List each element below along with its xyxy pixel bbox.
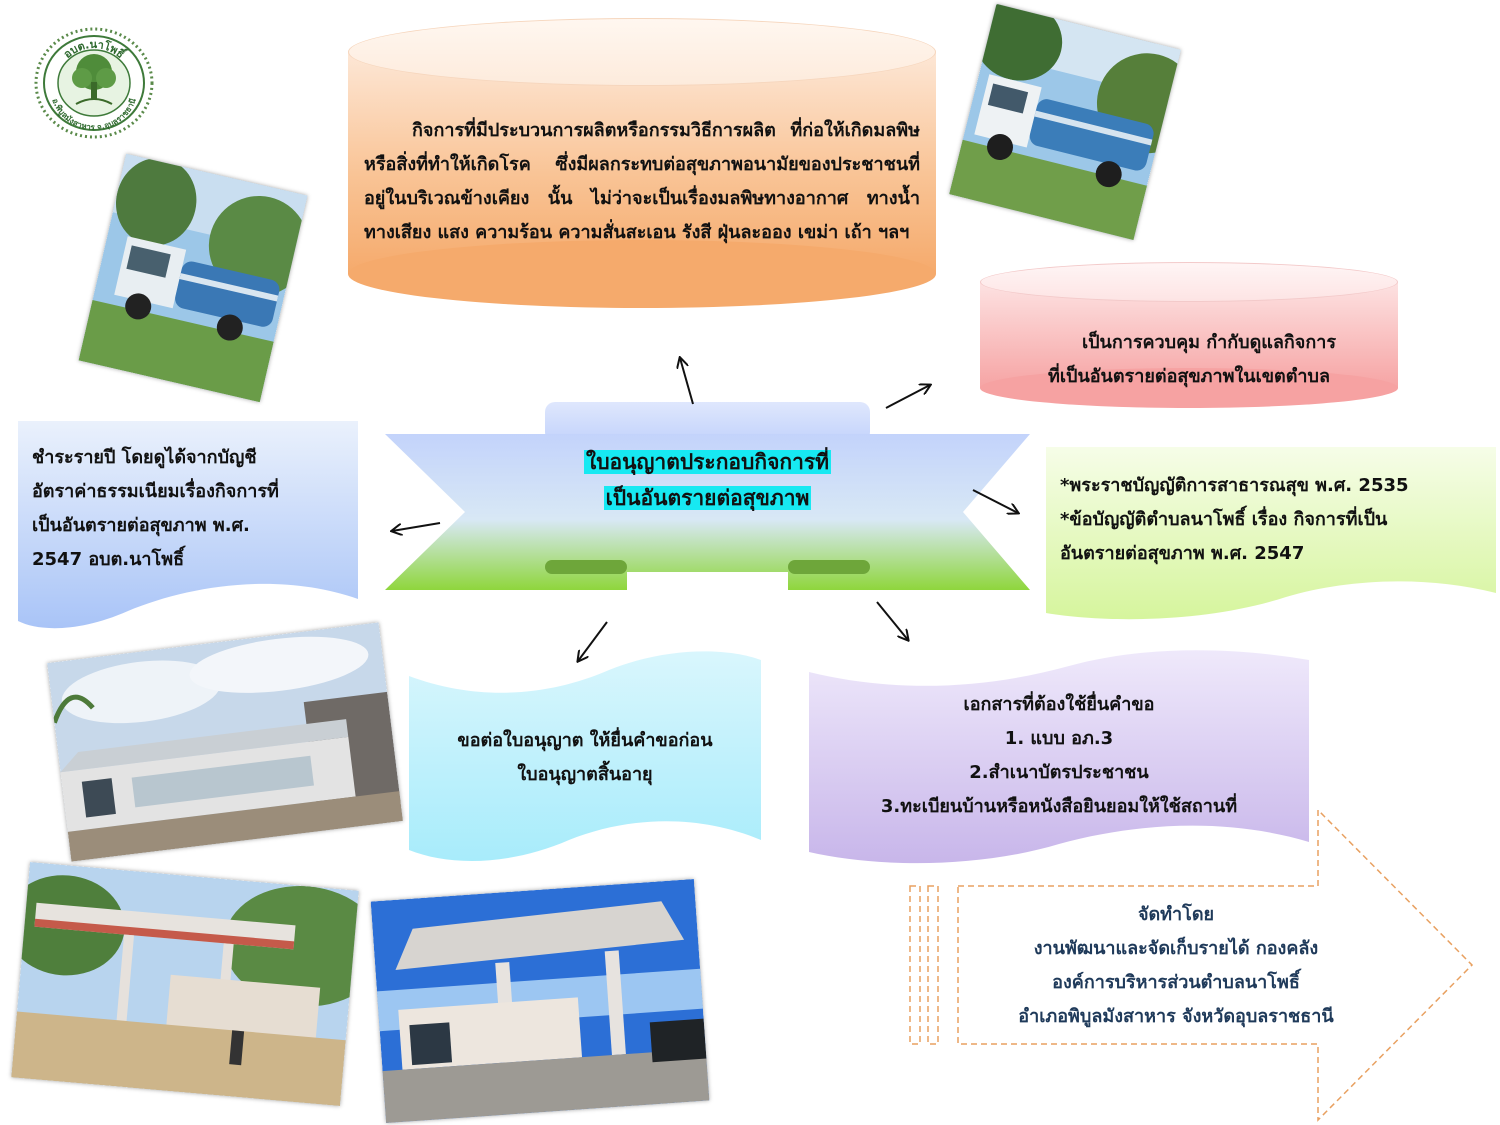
- renewal-box: ขอต่อใบอนุญาต ให้ยื่นคำขอก่อน ใบอนุญาตสิ…: [409, 644, 761, 872]
- renewal-line-1: ขอต่อใบอนุญาต ให้ยื่นคำขอก่อน: [457, 730, 713, 751]
- credit-text: จัดทำโดย งานพัฒนาและจัดเก็บรายได้ กองคลั…: [966, 898, 1386, 1034]
- arrow-up: [680, 358, 694, 405]
- organization-logo: อบต.นาโพธิ์ อ.พิบูลมังสาหาร จ.อุบลราชธาน…: [32, 26, 156, 140]
- laws-line-2: *ข้อบัญญัติตำบลนาโพธิ์ เรื่อง กิจการที่เ…: [1060, 509, 1388, 530]
- purpose-cylinder: เป็นการควบคุม กำกับดูแลกิจการ ที่เป็นอัน…: [980, 262, 1398, 408]
- gas-station-photo-center: [370, 878, 710, 1124]
- documents-heading: เอกสารที่ต้องใช้ยื่นคำขอ: [963, 694, 1155, 715]
- credit-line-3: องค์การบริหารส่วนตำบลนาโพธิ์: [1052, 972, 1300, 993]
- credit-line-4: อำเภอพิบูลมังสาหาร จังหวัดอุบลราชธานี: [1018, 1006, 1334, 1027]
- laws-box: *พระราชบัญญัติการสาธารณสุข พ.ศ. 2535 *ข้…: [1046, 447, 1496, 623]
- definition-cylinder: กิจการที่มีประบวนการผลิตหรือกรรมวิธีการผ…: [348, 18, 936, 308]
- center-title-line-2: เป็นอันตรายต่อสุขภาพ: [603, 486, 812, 510]
- purpose-line-1: เป็นการควบคุม กำกับดูแลกิจการ: [1081, 332, 1337, 353]
- gas-station-photo-left: [11, 862, 359, 1106]
- renewal-line-2: ใบอนุญาตสิ้นอายุ: [517, 764, 653, 785]
- center-title: ใบอนุญาตประกอบกิจการที่ เป็นอันตรายต่อสุ…: [385, 444, 1030, 516]
- documents-item-1: 1. แบบ อภ.3: [1004, 728, 1114, 749]
- fee-line-4: 2547 อบต.นาโพธิ์: [32, 549, 185, 570]
- purpose-line-2: ที่เป็นอันตรายต่อสุขภาพในเขตตำบล: [1048, 366, 1330, 387]
- water-truck-photo-left: [78, 153, 308, 403]
- laws-line-1: *พระราชบัญญัติการสาธารณสุข พ.ศ. 2535: [1060, 475, 1409, 496]
- fee-line-1: ชำระรายปี โดยดูได้จากบัญชี: [32, 447, 257, 468]
- center-title-banner: ใบอนุญาตประกอบกิจการที่ เป็นอันตรายต่อสุ…: [385, 402, 1030, 594]
- credit-line-1: จัดทำโดย: [1137, 904, 1215, 925]
- laws-line-3: อันตรายต่อสุขภาพ พ.ศ. 2547: [1060, 543, 1305, 564]
- arrow-down-right: [876, 601, 908, 640]
- building-photo: [47, 622, 403, 862]
- credit-line-2: งานพัฒนาและจัดเก็บรายได้ กองคลัง: [1033, 938, 1319, 959]
- documents-box: เอกสารที่ต้องใช้ยื่นคำขอ 1. แบบ อภ.3 2.ส…: [809, 646, 1309, 870]
- purpose-text: เป็นการควบคุม กำกับดูแลกิจการ ที่เป็นอัน…: [980, 326, 1398, 394]
- documents-item-2: 2.สำเนาบัตรประชาชน: [969, 762, 1149, 783]
- credit-arrow: จัดทำโดย งานพัฒนาและจัดเก็บรายได้ กองคลั…: [906, 808, 1476, 1124]
- fee-line-3: เป็นอันตรายต่อสุขภาพ พ.ศ.: [32, 515, 250, 536]
- documents-item-3: 3.ทะเบียนบ้านหรือหนังสือยินยอมให้ใช้สถาน…: [880, 796, 1238, 817]
- fee-line-2: อัตราค่าธรรมเนียมเรื่องกิจการที่: [32, 481, 279, 502]
- water-truck-photo-right: [949, 3, 1181, 241]
- definition-text: กิจการที่มีประบวนการผลิตหรือกรรมวิธีการผ…: [364, 120, 920, 243]
- fee-box: ชำระรายปี โดยดูได้จากบัญชี อัตราค่าธรรมเ…: [18, 421, 358, 641]
- center-title-line-1: ใบอนุญาตประกอบกิจการที่: [583, 450, 832, 474]
